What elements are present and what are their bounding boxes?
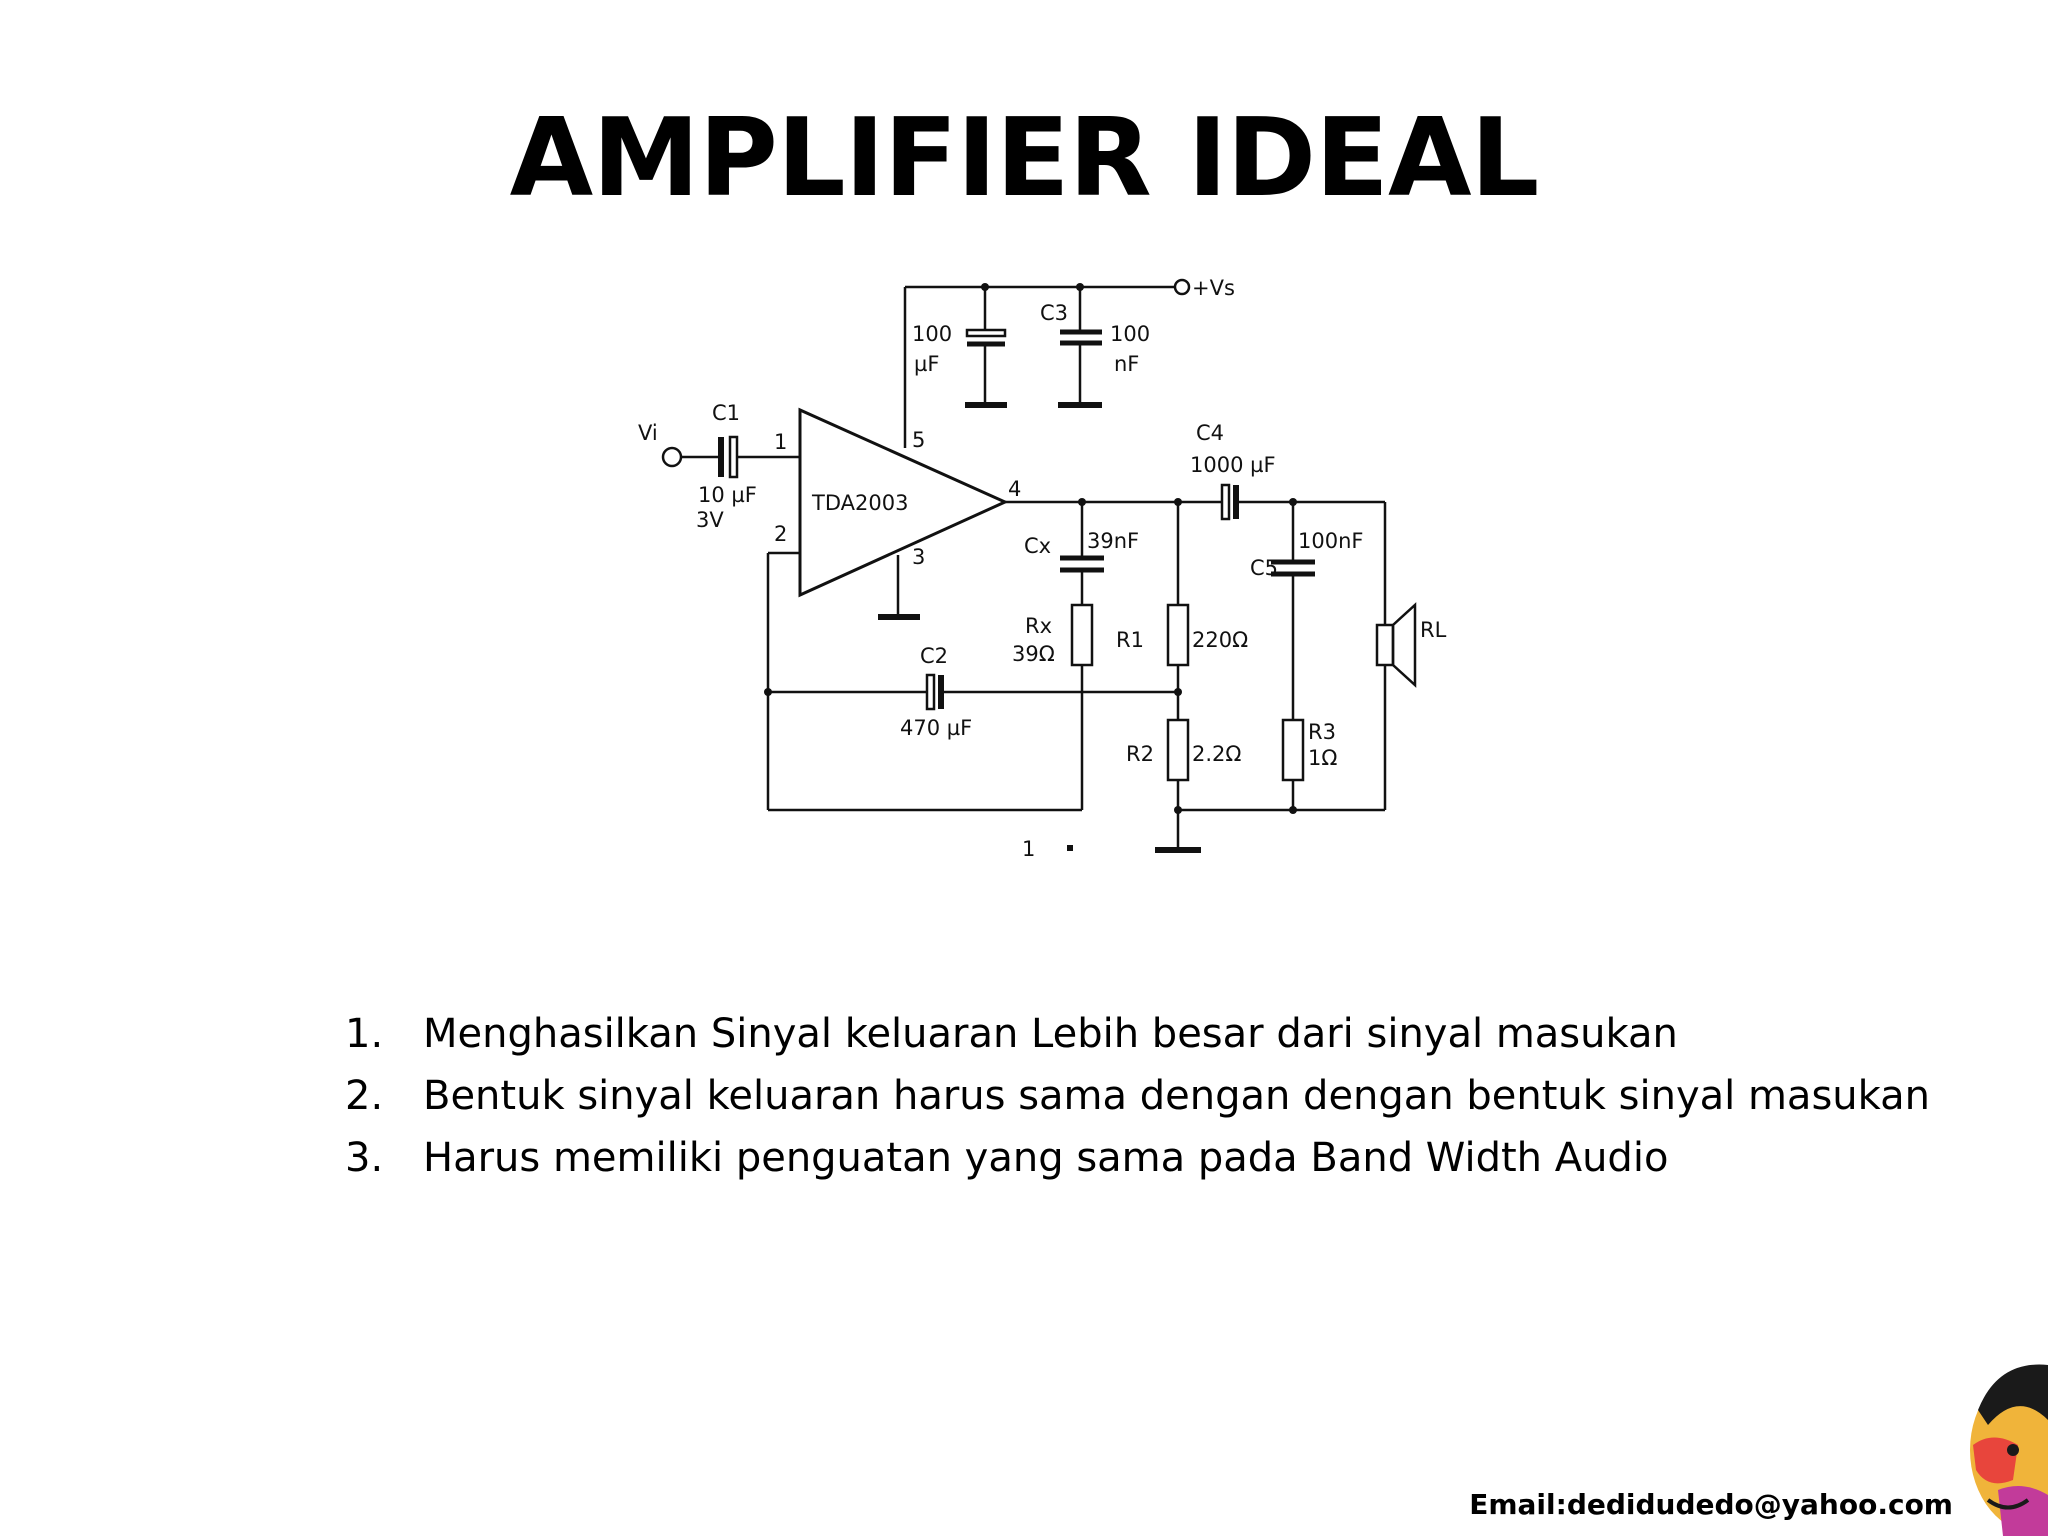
list-item: 2. Bentuk sinyal keluaran harus sama deng… [345, 1065, 1930, 1127]
vs-label: +Vs [1192, 276, 1235, 300]
list-number: 1. [345, 1011, 384, 1057]
requirements-list: 1. Menghasilkan Sinyal keluaran Lebih bes… [345, 1003, 1930, 1189]
rx-value: 39Ω [1012, 642, 1055, 666]
pin-2: 2 [774, 522, 787, 546]
c5-value: 100nF [1298, 529, 1363, 553]
amplifier-circuit-diagram: +Vs 100 µF C3 100 nF Vi C1 10 µF 3V 1 2 … [638, 276, 1447, 861]
list-item: 1. Menghasilkan Sinyal keluaran Lebih bes… [345, 1003, 1930, 1065]
c1-value: 10 µF [698, 483, 757, 507]
list-text: Bentuk sinyal keluaran harus sama dengan… [423, 1073, 1930, 1119]
list-text: Harus memiliki penguatan yang sama pada … [423, 1135, 1669, 1181]
c4-value: 1000 µF [1190, 453, 1276, 477]
pin-5: 5 [912, 428, 925, 452]
c4-label: C4 [1196, 421, 1224, 445]
rx-label: Rx [1025, 614, 1052, 638]
cx-label: Cx [1024, 534, 1051, 558]
r2-label: R2 [1126, 742, 1154, 766]
list-text: Menghasilkan Sinyal keluaran Lebih besar… [423, 1011, 1678, 1057]
rl-label: RL [1420, 618, 1447, 642]
c2-label: C2 [920, 644, 948, 668]
pin-3: 3 [912, 545, 925, 569]
slide-title: AMPLIFIER IDEAL [509, 96, 1540, 221]
c5-label: C5 [1250, 556, 1278, 580]
ic-label: TDA2003 [811, 491, 908, 515]
pin-4: 4 [1008, 477, 1021, 501]
figure-mark: 1 [1022, 837, 1035, 861]
c3-label: C3 [1040, 301, 1068, 325]
list-number: 2. [345, 1073, 384, 1119]
cx-value: 39nF [1087, 529, 1139, 553]
face-logo-icon [1970, 1364, 2048, 1536]
c1-label: C1 [712, 401, 740, 425]
r1-label: R1 [1116, 628, 1144, 652]
pin-1: 1 [774, 430, 787, 454]
c-top-unit: µF [914, 352, 939, 376]
c1-voltage: 3V [696, 508, 724, 532]
list-number: 3. [345, 1135, 384, 1181]
c3-unit: nF [1114, 352, 1139, 376]
c-top-value: 100 [912, 322, 952, 346]
r3-value: 1Ω [1308, 746, 1337, 770]
r3-label: R3 [1308, 720, 1336, 744]
vi-label: Vi [638, 421, 658, 445]
r1-value: 220Ω [1192, 628, 1248, 652]
contact-email: Email:dedidudedo@yahoo.com [1469, 1488, 1953, 1521]
c2-value: 470 µF [900, 716, 972, 740]
r2-value: 2.2Ω [1192, 742, 1241, 766]
c3-value: 100 [1110, 322, 1150, 346]
list-item: 3. Harus memiliki penguatan yang sama pad… [345, 1127, 1930, 1189]
